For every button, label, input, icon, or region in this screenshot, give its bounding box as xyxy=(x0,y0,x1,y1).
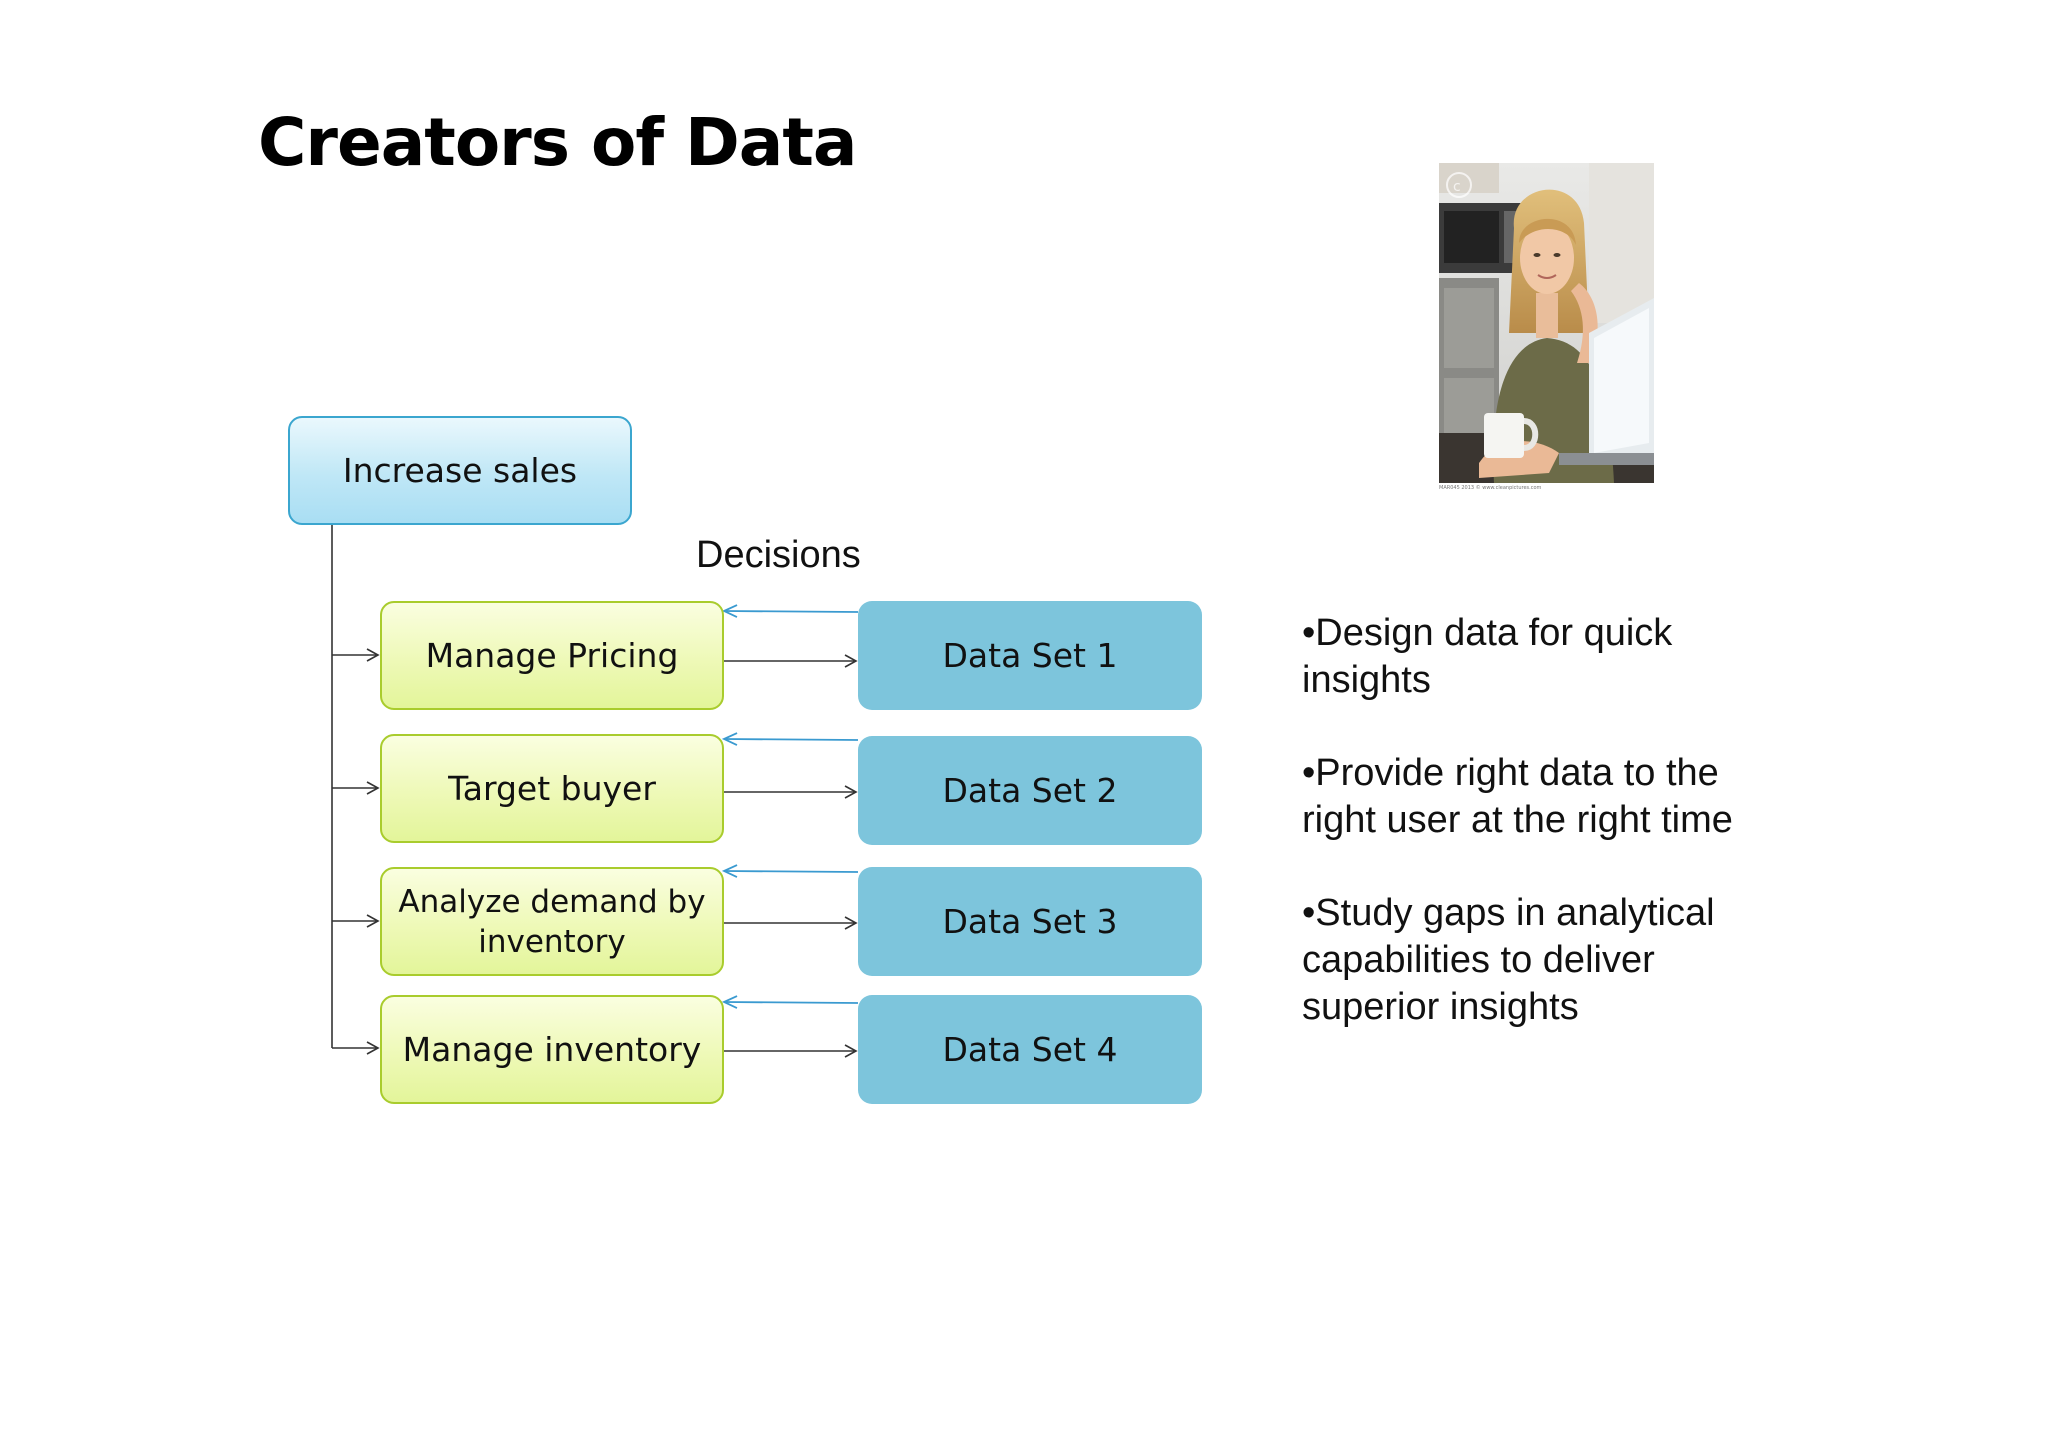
feedback-arrow-2 xyxy=(724,739,859,740)
bullet-item: •Provide right data to the right user at… xyxy=(1302,752,1733,841)
slide-title: Creators of Data xyxy=(258,104,857,181)
feedback-arrow-1 xyxy=(724,611,859,612)
data-set-box-3: Data Set 3 xyxy=(858,867,1202,976)
svg-text:c: c xyxy=(1453,179,1461,195)
bullet-list: •Design data for quick insights •Provide… xyxy=(1302,610,1802,1077)
root-goal-box: Increase sales xyxy=(288,416,632,525)
data-set-box-2: Data Set 2 xyxy=(858,736,1202,845)
bullet-item: •Design data for quick insights xyxy=(1302,612,1673,701)
feedback-arrow-4 xyxy=(724,1002,859,1003)
decision-box-target-buyer: Target buyer xyxy=(380,734,724,843)
bullet-item: •Study gaps in analytical capabilities t… xyxy=(1302,892,1715,1028)
decision-box-manage-inventory: Manage inventory xyxy=(380,995,724,1104)
feedback-arrow-3 xyxy=(724,871,859,872)
decisions-label: Decisions xyxy=(696,534,861,576)
data-set-box-1: Data Set 1 xyxy=(858,601,1202,710)
data-set-box-4: Data Set 4 xyxy=(858,995,1202,1104)
stock-photo-woman-with-laptop: c xyxy=(1439,163,1654,483)
decision-box-analyze-demand: Analyze demand by inventory xyxy=(380,867,724,976)
decision-box-manage-pricing: Manage Pricing xyxy=(380,601,724,710)
photo-caption: MAR045 2013 © www.cleanpictures.com xyxy=(1439,485,1542,491)
